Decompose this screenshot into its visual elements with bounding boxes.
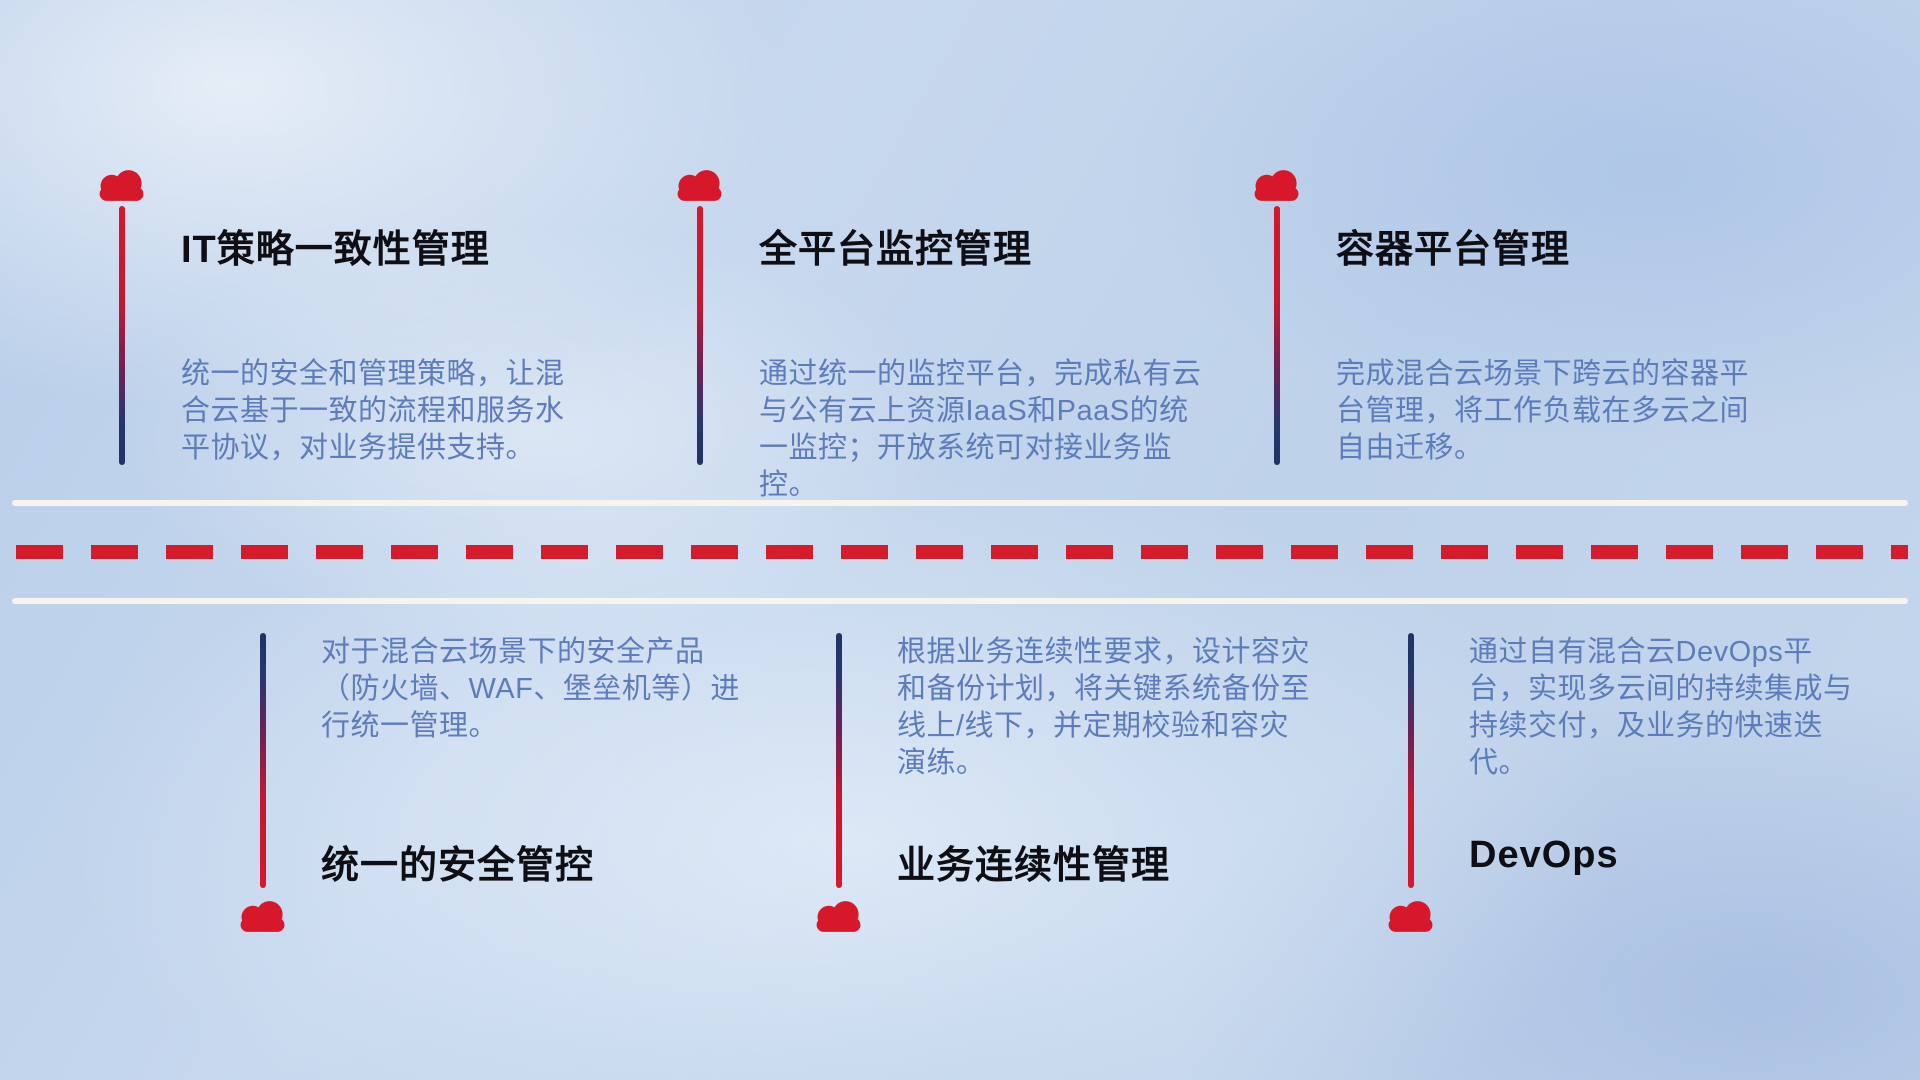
timeline-connector [119, 206, 125, 465]
cloud-icon [1388, 901, 1433, 932]
road-top-line [12, 500, 1908, 506]
item-description: 完成混合云场景下跨云的容器平台管理，将工作负载在多云之间自由迁移。 [1336, 358, 1750, 464]
timeline-connector [836, 633, 842, 888]
item-title: 容器平台管理 [1336, 229, 1571, 271]
item-description: 统一的安全和管理策略，让混合云基于一致的流程和服务水平协议，对业务提供支持。 [181, 358, 565, 464]
cloud-icon [816, 901, 861, 932]
timeline-connector [260, 633, 266, 888]
item-title: 统一的安全管控 [321, 845, 595, 887]
timeline-connector [1408, 633, 1414, 888]
road-center-dashed-line [16, 545, 1908, 559]
item-title: 业务连续性管理 [897, 845, 1171, 887]
cloud-icon [240, 901, 285, 932]
timeline-connector [697, 206, 703, 465]
cloud-icon [677, 170, 722, 201]
item-description: 通过统一的监控平台，完成私有云与公有云上资源IaaS和PaaS的统一监控；开放系… [759, 358, 1202, 501]
timeline-connector [1274, 206, 1280, 465]
item-description: 根据业务连续性要求，设计容灾和备份计划，将关键系统备份至线上/线下，并定期校验和… [897, 636, 1311, 779]
item-title: IT策略一致性管理 [181, 229, 490, 271]
item-title: 全平台监控管理 [759, 229, 1033, 271]
item-description: 通过自有混合云DevOps平台，实现多云间的持续集成与持续交付，及业务的快速迭代… [1469, 636, 1853, 779]
item-title: DevOps [1469, 834, 1619, 876]
cloud-icon [99, 170, 144, 201]
cloud-icon [1254, 170, 1299, 201]
road-bottom-line [12, 598, 1908, 604]
item-description: 对于混合云场景下的安全产品（防火墙、WAF、堡垒机等）进行统一管理。 [321, 636, 740, 742]
